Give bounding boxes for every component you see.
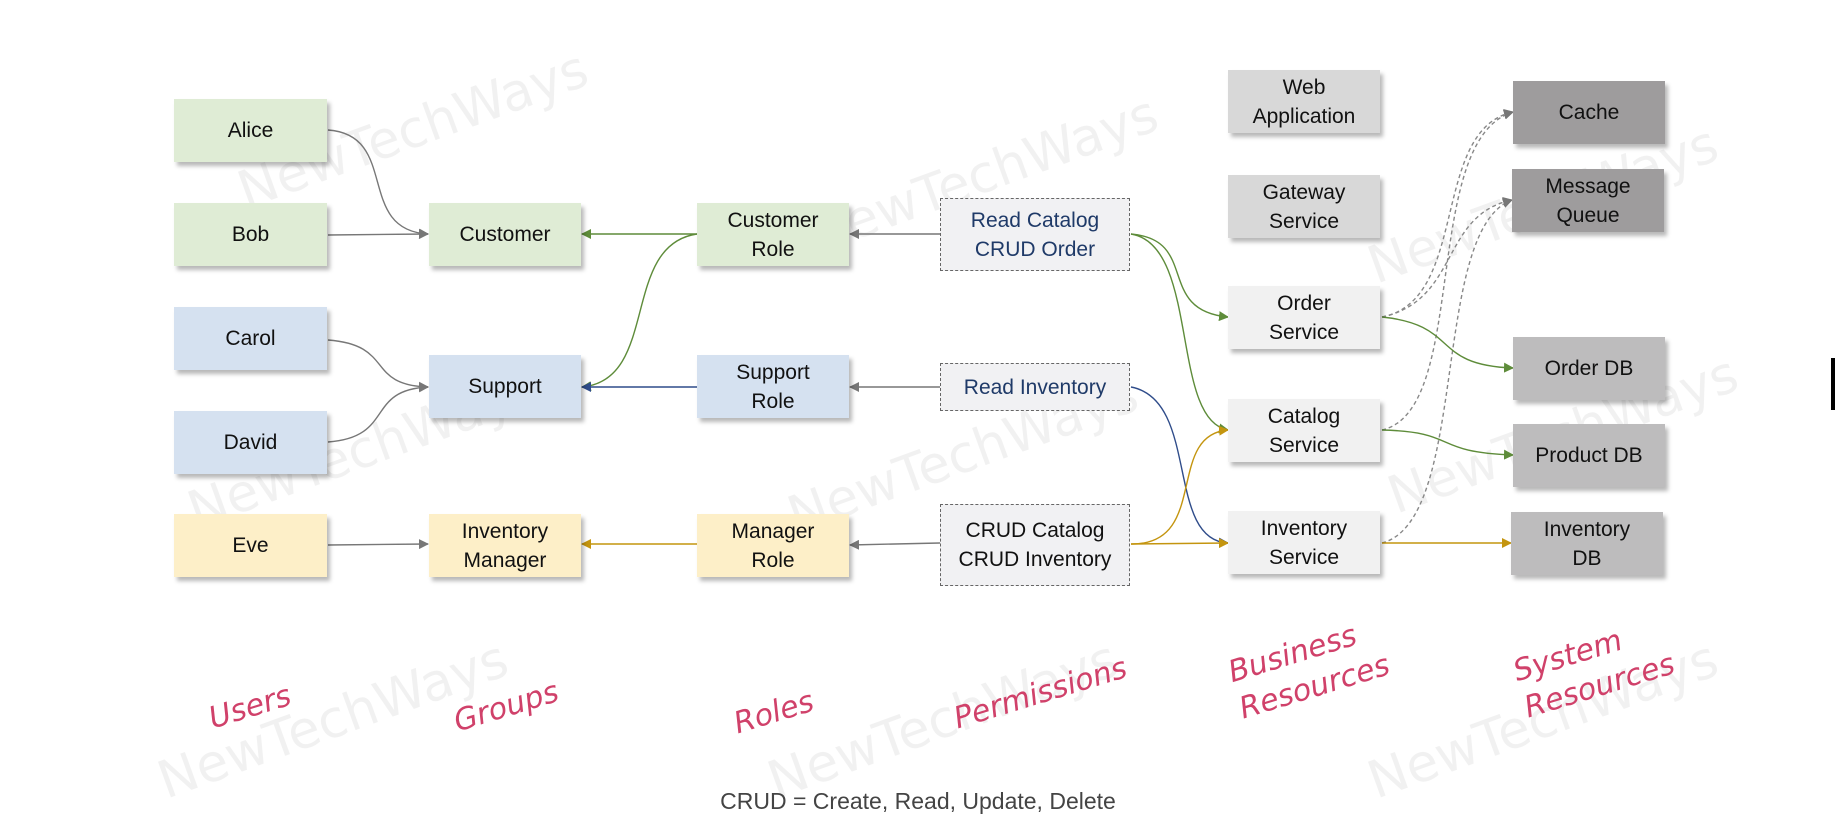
user-carol: Carol <box>174 307 327 370</box>
role-manager: Manager Role <box>697 514 849 577</box>
edge-order-service-message-queue <box>1381 196 1513 318</box>
user-david: David <box>174 411 327 474</box>
edge-inventory-service-message-queue <box>1381 198 1513 544</box>
edge-manager-perm-catalog-service <box>1130 425 1229 545</box>
resource-web-application: Web Application <box>1228 70 1380 133</box>
role-support: Support Role <box>697 355 849 418</box>
permission-manager: CRUD Catalog CRUD Inventory <box>940 504 1130 586</box>
edge-order-service-cache <box>1381 109 1514 318</box>
resource-order-db: Order DB <box>1513 337 1665 400</box>
edge-catalog-service-product-db <box>1381 429 1514 460</box>
edge-catalog-service-cache <box>1381 109 1514 431</box>
user-bob: Bob <box>174 203 327 266</box>
edge-eve-inventory-manager <box>327 539 429 550</box>
permission-support: Read Inventory <box>940 363 1130 411</box>
edge-customer-role-support <box>581 233 698 392</box>
edge-marker <box>1831 358 1835 410</box>
edge-customer-perm-catalog-service <box>1130 233 1229 434</box>
resource-gateway-service: Gateway Service <box>1228 175 1380 238</box>
crud-footnote: CRUD = Create, Read, Update, Delete <box>720 788 1116 814</box>
resource-product-db: Product DB <box>1513 424 1665 487</box>
user-eve: Eve <box>174 514 327 577</box>
edge-customer-perm-order-service <box>1130 233 1229 322</box>
edge-bob-customer <box>327 229 429 240</box>
resource-message-queue: Message Queue <box>1512 169 1664 232</box>
edge-support-perm-inventory-service <box>1130 386 1229 548</box>
group-support: Support <box>429 355 581 418</box>
user-alice: Alice <box>174 99 327 162</box>
edge-carol-support <box>327 339 429 392</box>
edge-david-support <box>327 382 429 443</box>
edge-alice-customer <box>327 129 429 239</box>
resource-catalog-service: Catalog Service <box>1228 399 1380 462</box>
permission-customer: Read Catalog CRUD Order <box>940 198 1130 271</box>
group-inventory-manager: Inventory Manager <box>429 514 581 577</box>
edge-order-service-order-db <box>1381 316 1514 373</box>
group-customer: Customer <box>429 203 581 266</box>
resource-inventory-db: Inventory DB <box>1511 512 1663 575</box>
edge-manager-perm-role <box>849 539 941 550</box>
role-customer: Customer Role <box>697 203 849 266</box>
edge-manager-perm-inventory-service <box>1130 538 1229 549</box>
resource-order-service: Order Service <box>1228 286 1380 349</box>
resource-cache: Cache <box>1513 81 1665 144</box>
resource-inventory-service: Inventory Service <box>1228 511 1380 574</box>
